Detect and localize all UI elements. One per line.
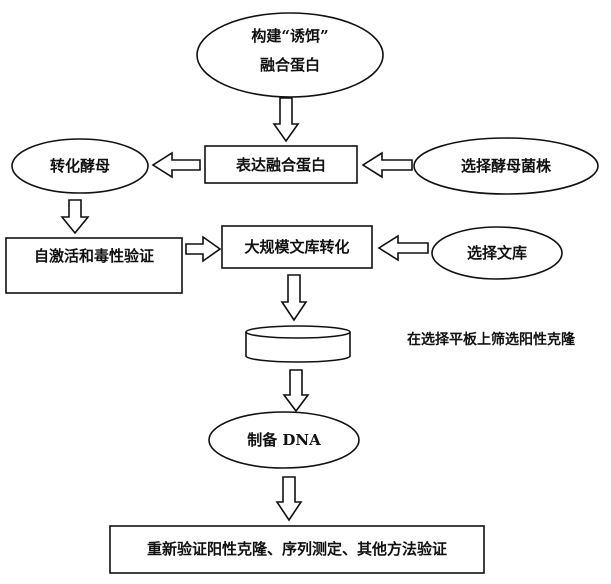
arrow-plate-to-dna [282,369,310,413]
arrow-dna-to-reverify [275,476,303,522]
arrow-express-to-transform [151,151,201,179]
label-select-library: 选择文库 [466,244,527,262]
node-express-fusion-box [204,145,358,184]
label-reverify: 重新验证阳性克隆、序列测定、其他方法验证 [146,540,447,558]
arrow-bait-to-express [272,97,300,143]
label-select-yeast-strain: 选择酵母菌株 [460,157,551,175]
label-self-activation-toxicity: 自激活和毒性验证 [33,247,154,265]
node-self-activation-box [5,237,183,294]
label-transform-yeast: 转化酵母 [49,157,110,175]
label-prepare-dna: 制备 DNA [247,431,321,449]
node-reverify-box [109,525,485,574]
arrow-library-to-plate [280,274,308,322]
label-express-fusion: 表达融合蛋白 [235,156,326,174]
node-select-yeast-strain-ellipse [413,137,599,195]
arrow-transform-to-activation [60,199,90,235]
arrow-activation-to-library [185,235,222,263]
node-plate-cylinder [245,325,351,363]
node-build-bait-ellipse [196,12,384,98]
node-prepare-dna-ellipse [208,411,360,469]
node-transform-yeast-ellipse [11,138,149,194]
arrow-strain-to-express [361,151,413,179]
node-select-library-ellipse [431,226,563,280]
label-build-bait-line1: 构建“诱饵” [251,27,329,45]
label-build-bait-line2: 融合蛋白 [259,56,320,74]
label-plate-screen: 在选择平板上筛选阳性克隆 [407,332,575,348]
arrow-select-library-to-transform [377,234,429,262]
node-library-transform-box [221,225,373,269]
label-library-transform: 大规模文库转化 [244,238,350,256]
